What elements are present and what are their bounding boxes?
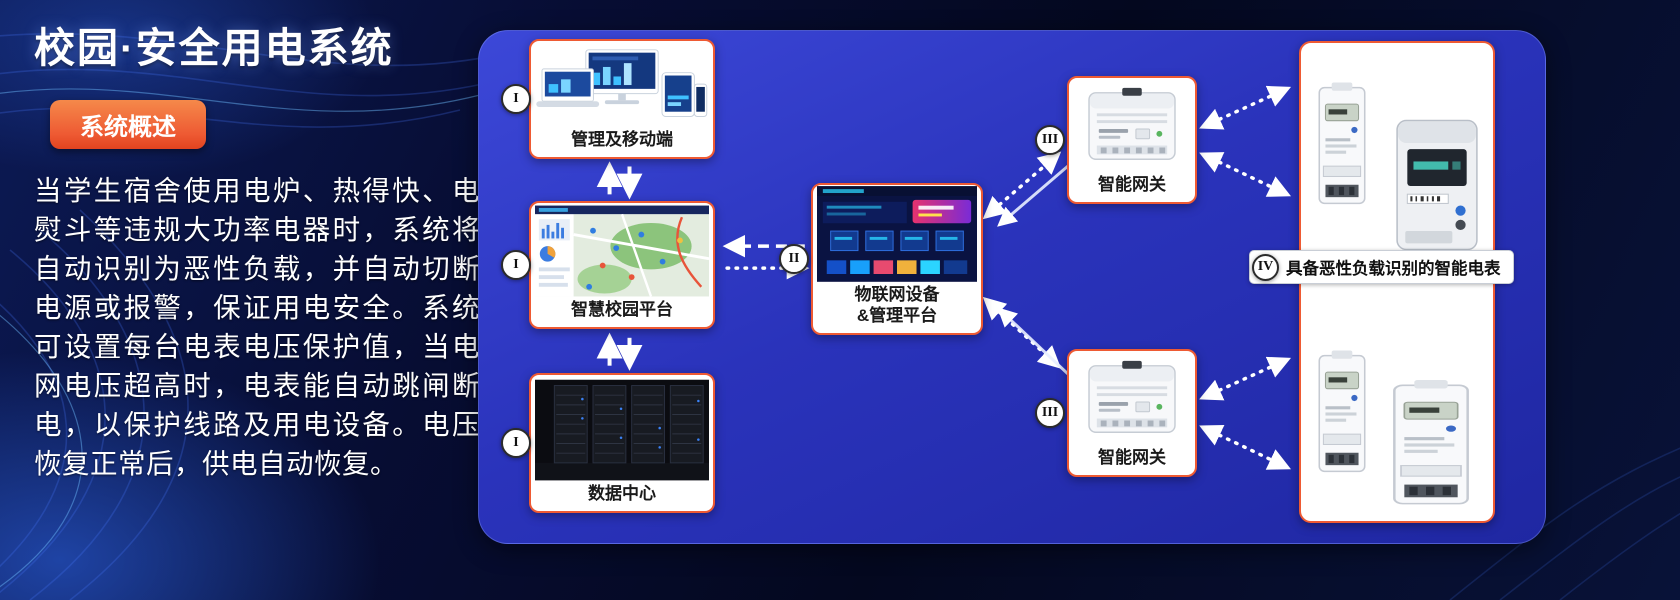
smart-meter-illustration [1318, 349, 1366, 473]
node-label-data-center: 数据中心 [588, 483, 656, 503]
badge-gateway-bottom: III [1035, 398, 1065, 428]
campus-platform-illustration [531, 203, 713, 297]
iot-dashboard-illustration [813, 185, 981, 283]
iot-label-line1: 物联网设备 [854, 285, 940, 305]
node-smart-campus: 智慧校园平台 [529, 201, 715, 329]
node-label-iot-platform: 物联网设备 &管理平台 [853, 282, 942, 333]
node-label-smart-meters: 具备恶性负载识别的智能电表 [1286, 260, 1501, 278]
iot-label-line2: &管理平台 [856, 305, 938, 325]
diagram-panel: 管理及移动端 I [478, 30, 1546, 544]
node-data-center: 数据中心 [529, 373, 715, 513]
smart-meter-illustration [1393, 379, 1469, 505]
smart-meter-illustration [1396, 119, 1478, 251]
node-gateway-bottom: 智能网关 [1067, 349, 1197, 477]
intro-column: 校园·安全用电系统 系统概述 当学生宿舍使用电炉、热得快、电熨斗等违规大功率电器… [34, 14, 484, 483]
node-label-management-mobile: 管理及移动端 [571, 129, 673, 149]
node-label-smart-campus: 智慧校园平台 [571, 299, 673, 319]
description-text: 当学生宿舍使用电炉、热得快、电熨斗等违规大功率电器时，系统将自动识别为恶性负载，… [34, 175, 480, 480]
node-label-gateway-bottom: 智能网关 [1098, 447, 1166, 467]
smart-meter-illustration [1318, 81, 1366, 205]
node-iot-platform: 物联网设备 &管理平台 [811, 183, 983, 335]
badge-data-center: I [501, 428, 531, 458]
node-gateway-top: 智能网关 [1067, 76, 1197, 204]
page-title: 校园·安全用电系统 [34, 25, 394, 71]
smart-meters-label-band: IV 具备恶性负载识别的智能电表 [1249, 250, 1514, 284]
node-management-mobile: 管理及移动端 [529, 39, 715, 159]
server-racks-illustration [531, 375, 713, 481]
badge-management-mobile: I [501, 84, 531, 114]
badge-iot-platform: II [779, 244, 809, 274]
gateway-illustration [1069, 78, 1195, 172]
devices-illustration [531, 41, 713, 127]
node-label-gateway-top: 智能网关 [1098, 174, 1166, 194]
overview-badge: 系统概述 [50, 100, 206, 149]
badge-gateway-top: III [1035, 125, 1065, 155]
gateway-illustration [1069, 351, 1195, 445]
badge-smart-meters: IV [1252, 253, 1279, 281]
badge-smart-campus: I [501, 250, 531, 280]
